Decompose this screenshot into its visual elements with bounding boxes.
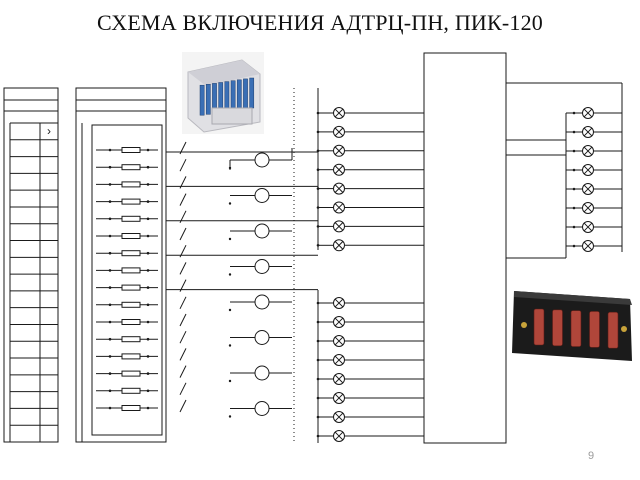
relay-coil — [254, 294, 270, 310]
resistor — [121, 198, 141, 205]
relay-coil — [254, 188, 270, 203]
relay-coils — [228, 148, 293, 418]
lamp-icon — [333, 392, 345, 404]
relay-coil — [254, 330, 270, 345]
resistor — [121, 147, 141, 153]
module-cell — [230, 80, 236, 111]
lamp-icon — [333, 144, 345, 157]
resistor-block — [75, 87, 318, 443]
lamp-icon — [582, 183, 594, 195]
slide-title: СХЕМА ВКЛЮЧЕНИЯ АДТРЦ-ПН, ПИК-120 — [96, 10, 544, 35]
resistor — [121, 233, 141, 239]
fuse-holder — [533, 308, 545, 346]
left-table-marker: › — [47, 124, 51, 138]
module-cell — [205, 84, 211, 115]
fuse-holder — [570, 310, 582, 347]
resistor — [121, 215, 141, 222]
resistor — [121, 336, 141, 343]
lamp-icon — [333, 163, 345, 176]
lamp-icon — [582, 240, 594, 252]
lamp-icon — [582, 164, 594, 176]
switch-contact — [179, 382, 187, 396]
relay-coil — [254, 365, 270, 381]
photo-of-adtrc-pn-module — [182, 52, 264, 134]
resistor — [121, 387, 141, 394]
central-device-block — [423, 52, 507, 444]
lamp-icon — [582, 126, 594, 138]
lamp-icon — [582, 221, 594, 233]
resistor — [121, 370, 141, 377]
resistor — [121, 405, 141, 411]
lamp-icon — [333, 430, 345, 442]
switch-contact — [179, 158, 187, 172]
relay-coil — [254, 259, 270, 274]
page-number: 9 — [588, 450, 595, 462]
fuse-holder — [552, 309, 563, 347]
resistor — [121, 301, 141, 308]
resistor — [121, 284, 141, 291]
switch-contact — [179, 262, 187, 275]
lamp-icon — [582, 202, 594, 214]
switch-contact — [179, 399, 187, 413]
indicator-lamps — [316, 106, 623, 442]
lamp-icon — [333, 297, 345, 309]
lamp-icon — [582, 145, 594, 157]
switch-contact — [179, 348, 187, 361]
module-cell — [199, 84, 205, 116]
photo-of-pik-120-panel — [508, 285, 636, 367]
lamp-icon — [582, 107, 594, 119]
switch-contact — [179, 227, 187, 241]
switch-contact — [179, 193, 187, 206]
left-terminal-table: › — [3, 87, 59, 443]
relay-coil — [254, 401, 270, 416]
resistor — [121, 267, 141, 274]
relay-coil — [254, 223, 270, 239]
lamp-icon — [333, 107, 345, 119]
module-cell — [236, 79, 242, 111]
lamp-icon — [333, 201, 345, 214]
lamp-icon — [333, 354, 345, 366]
switch-contact — [179, 330, 187, 344]
lamp-icon — [333, 239, 345, 252]
fuse-holder — [589, 311, 600, 348]
switch-contact — [179, 313, 187, 327]
lamp-icon — [333, 220, 345, 233]
resistor — [121, 353, 141, 360]
module-cell — [224, 81, 230, 112]
lamp-icon — [333, 316, 345, 328]
resistor — [121, 164, 141, 171]
module-cell — [243, 78, 248, 110]
main-bus-lines — [293, 82, 623, 443]
module-cell — [249, 77, 255, 109]
resistor — [121, 181, 141, 188]
switch-contact — [179, 296, 187, 310]
resistor — [121, 319, 141, 325]
resistor — [121, 250, 141, 257]
lamp-icon — [333, 411, 345, 423]
relay-coil — [254, 152, 270, 168]
lamp-icon — [333, 335, 345, 347]
lamp-icon — [333, 182, 345, 195]
lamp-icon — [333, 373, 345, 385]
fuse-holder — [607, 311, 619, 349]
switch-contact — [179, 365, 187, 378]
lamp-icon — [333, 125, 345, 138]
